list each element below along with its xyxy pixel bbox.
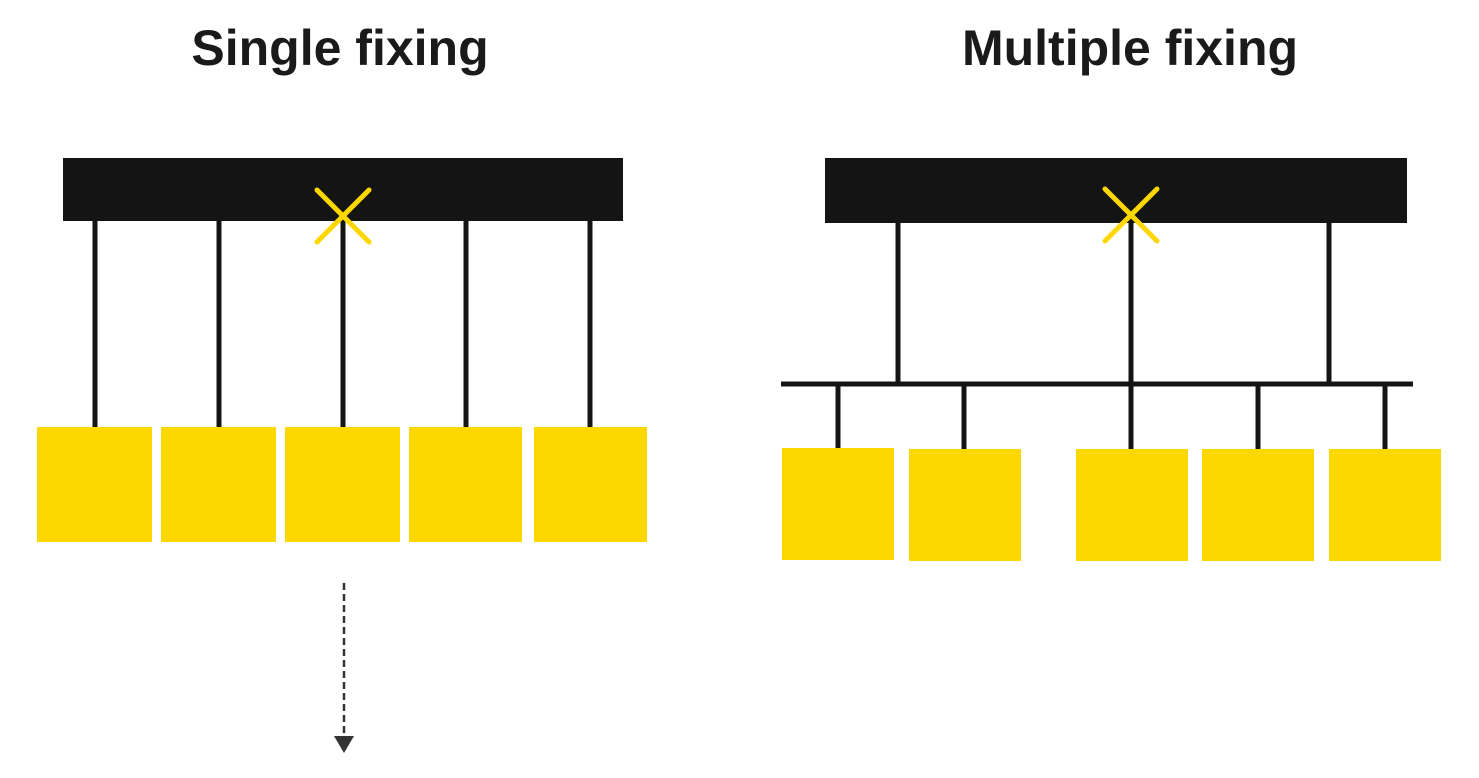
multiple-load-1: [782, 448, 894, 560]
single-failure-cross-icon: [314, 187, 372, 245]
single-load-1: [37, 427, 152, 542]
multiple-ceiling-slab: [825, 158, 1407, 223]
single-ceiling-slab: [63, 158, 623, 221]
multiple-fixing-title: Multiple fixing: [961, 20, 1299, 76]
multiple-fixing-diagram: [781, 158, 1441, 561]
multiple-load-4: [1202, 449, 1314, 561]
single-load-3: [285, 427, 400, 542]
multiple-load-3: [1076, 449, 1188, 561]
multiple-failure-cross-icon: [1102, 186, 1160, 244]
multiple-load-5: [1329, 449, 1441, 561]
multiple-load-2: [909, 449, 1021, 561]
fall-arrow-icon: [334, 583, 354, 753]
single-fixing-diagram: [37, 158, 647, 753]
single-load-5: [534, 427, 647, 542]
single-fixing-title: Single fixing: [191, 20, 489, 76]
single-load-4: [409, 427, 522, 542]
single-load-2: [161, 427, 276, 542]
